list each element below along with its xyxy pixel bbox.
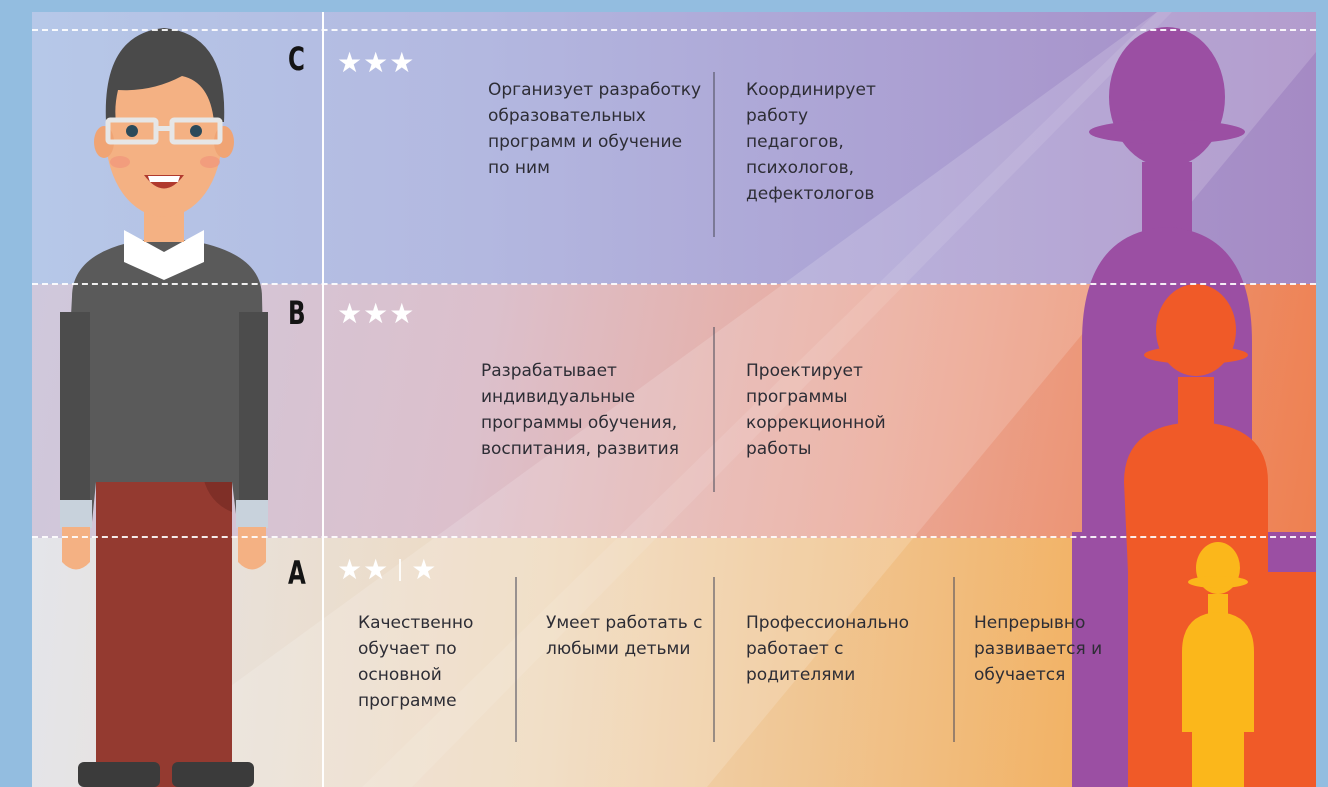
level-b-item-2: Проектирует программы коррекционной рабо… <box>746 361 886 459</box>
level-c-item-1: Организует разработку образовательных пр… <box>488 80 702 178</box>
level-a-stars-separator <box>399 559 402 581</box>
level-b-divider <box>713 327 715 492</box>
level-c-divider <box>713 72 715 237</box>
teacher-figure <box>60 28 268 787</box>
level-c-item-2: Координирует работу педагогов, психолого… <box>746 80 876 204</box>
level-a-label: A <box>288 554 306 592</box>
vertical-divider <box>322 12 324 787</box>
level-a-stars-left: ★★ <box>337 554 390 585</box>
level-a-item-1: Качественно обучает по основной программ… <box>358 613 474 711</box>
line-top <box>32 29 1316 31</box>
line-b-a <box>32 536 1316 538</box>
level-c-label: C <box>288 40 305 78</box>
level-a-item-4: Непрерывно развивается и обучается <box>974 613 1103 685</box>
line-c-b <box>32 283 1316 285</box>
level-a-stars-right: ★ <box>411 554 438 585</box>
level-a-item-3: Профессионально работает с родителями <box>746 613 910 685</box>
level-a-divider-3 <box>953 577 955 742</box>
level-b-item-1: Разрабатывает индивидуальные программы о… <box>481 361 679 459</box>
level-b-label: B <box>288 294 306 332</box>
level-a-stars: ★★★ <box>337 556 437 584</box>
level-a-item-2: Умеет работать с любыми детьми <box>546 613 703 659</box>
level-a-divider-2 <box>713 577 715 742</box>
levels-panel: C ★★★ Организует разработку образователь… <box>32 12 1316 787</box>
level-c-band <box>32 12 1316 284</box>
level-b-stars: ★★★ <box>337 298 416 329</box>
level-a-divider-1 <box>515 577 517 742</box>
student-silhouettes <box>1072 27 1316 787</box>
small-silhouette <box>1182 542 1254 787</box>
level-c-stars: ★★★ <box>337 47 416 78</box>
